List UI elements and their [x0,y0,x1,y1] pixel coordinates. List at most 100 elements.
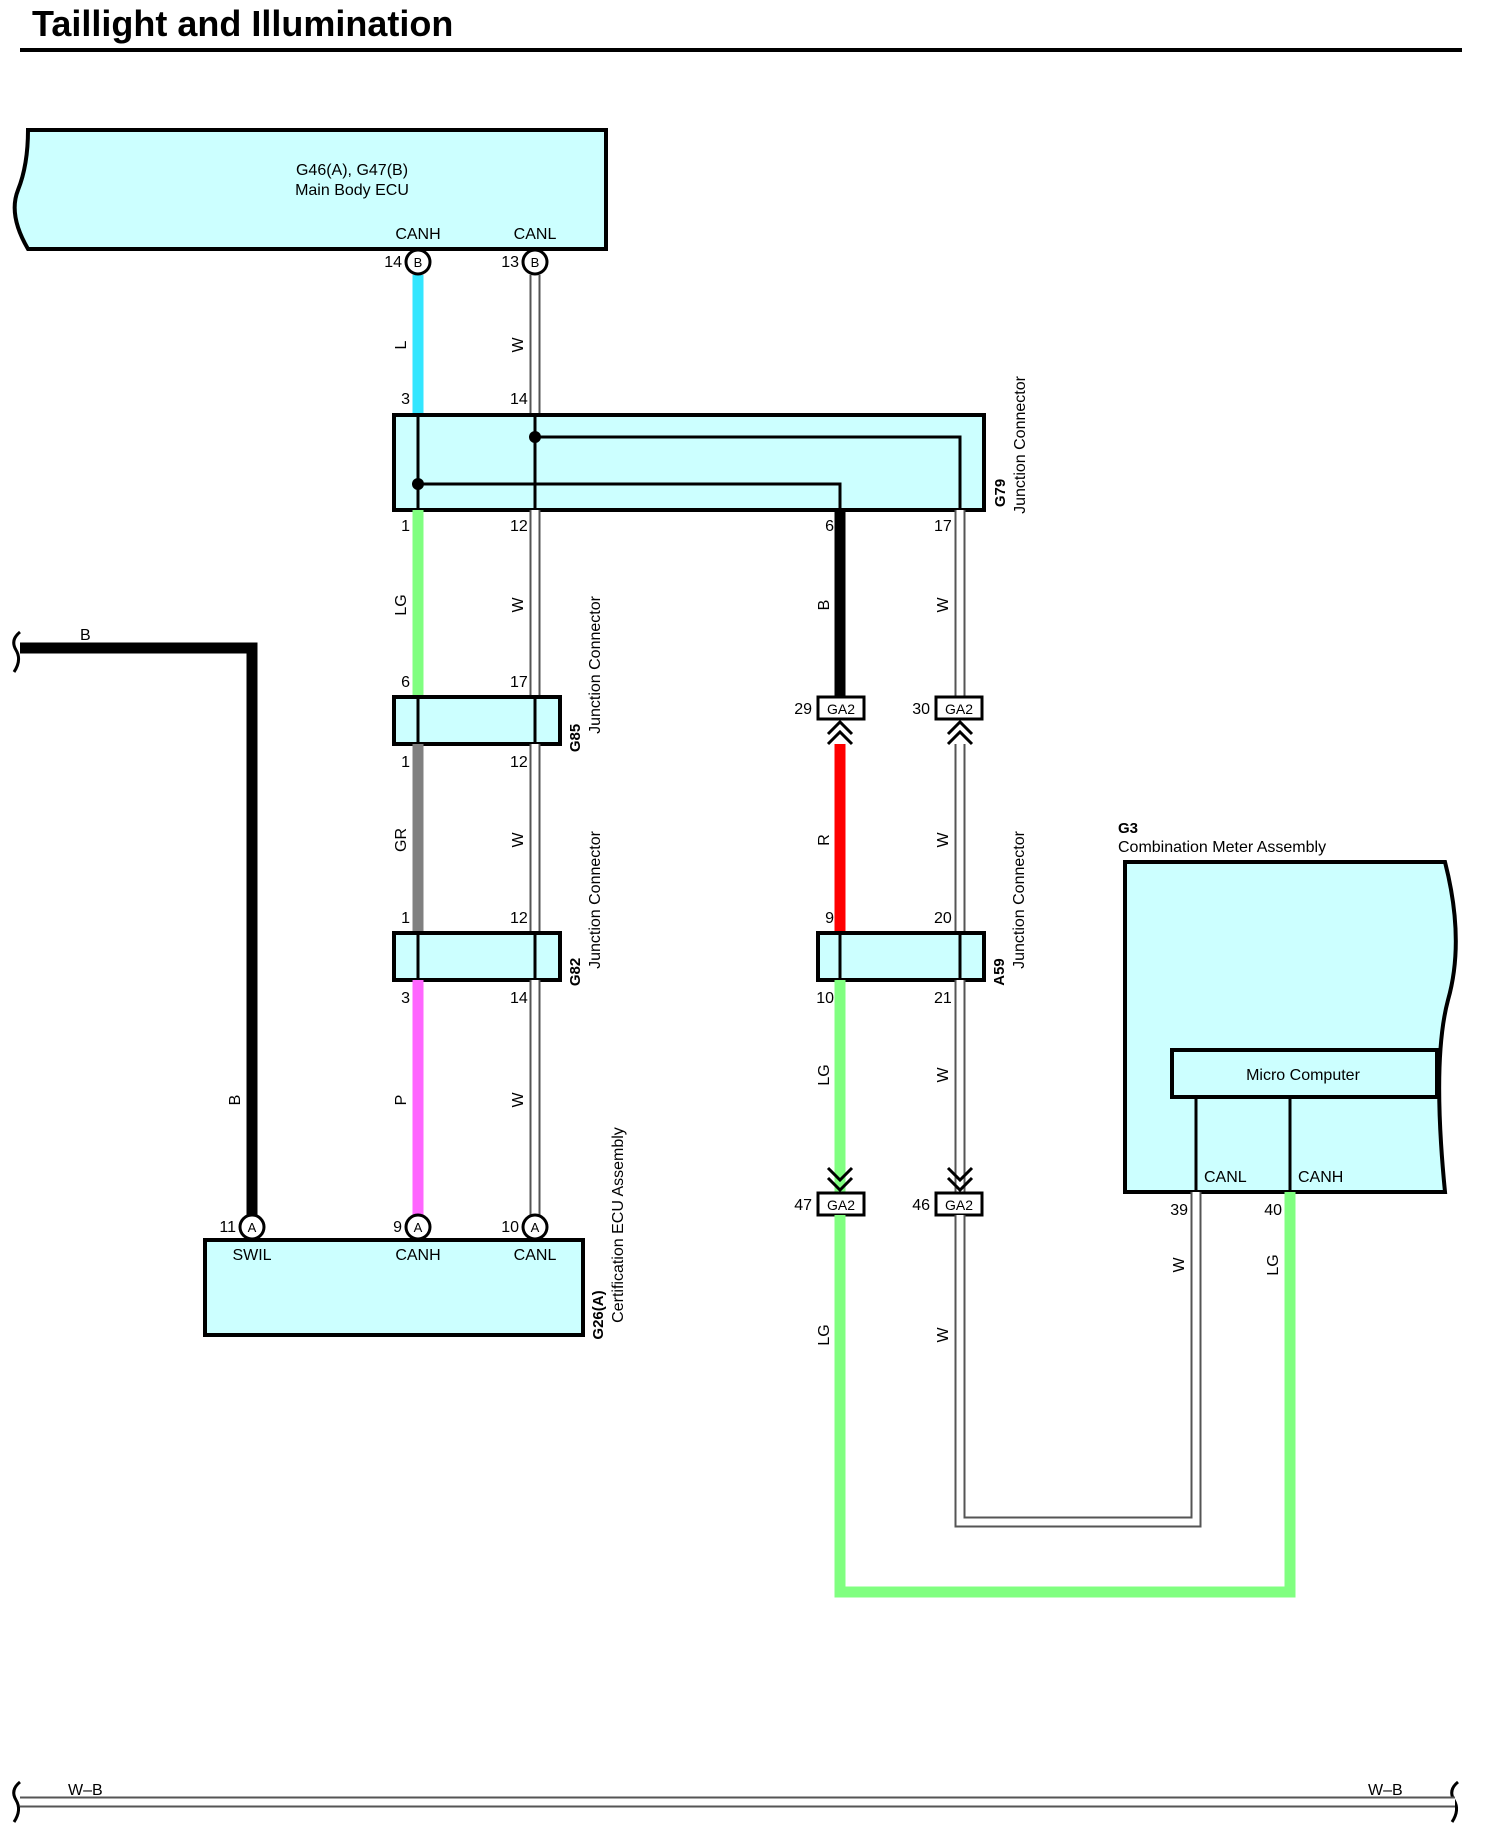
wire-label-p: P [393,1095,410,1106]
ga2-29-box [816,695,866,721]
wire-label-b-top: B [80,627,91,644]
g3-box [1123,860,1458,1194]
g82-pin-3: 3 [401,990,410,1007]
ga2-pin-30: 30 [912,701,930,718]
g26-pin-9: 9 [393,1219,402,1236]
wire-label-w-5: W [510,1092,527,1108]
ga2-46-chevron-icon [946,1166,974,1193]
page-title: Taillight and Illumination [32,3,453,44]
wire-label-lg-1: LG [393,594,410,615]
ga2-30-chevron-icon [946,719,974,746]
ecu-pin-14: 14 [384,254,402,271]
g79-node-w [529,431,541,443]
g85-pin-17: 17 [510,674,528,691]
svg-text:A: A [248,1220,257,1235]
wire-label-r: R [816,834,833,846]
ecu-pin-canh: B [404,248,432,276]
wire-label-w-4: W [510,832,527,848]
ga2-30-label: GA2 [945,701,973,717]
g26-pin-canl-marker: A [521,1213,549,1241]
g79-pin-3: 3 [401,391,410,408]
g26-pin-swil-marker: A [238,1213,266,1241]
ga2-29-chevron-icon [826,719,854,746]
g85-name: Junction Connector [587,595,604,734]
wire-label-w-9: W [1171,1257,1188,1273]
g26-name: Certification ECU Assembly [610,1127,627,1323]
micro-computer-label: Micro Computer [1246,1067,1360,1084]
g79-name: Junction Connector [1012,375,1029,514]
wire-label-w-6: W [935,832,952,848]
a59-box [816,931,986,982]
g79-pin-14: 14 [510,391,528,408]
svg-text:A: A [414,1220,423,1235]
wire-label-w-8: W [935,1327,952,1343]
ecu-canl-label: CANL [514,226,557,243]
g3-pin-40: 40 [1264,1202,1282,1219]
g79-box [392,413,986,512]
ga2-47-label: GA2 [827,1197,855,1213]
g3-name: Combination Meter Assembly [1118,839,1326,856]
a59-pin-21: 21 [934,990,952,1007]
g3-id: G3 [1118,820,1138,837]
wire-lg-ga2-g3 [834,1192,1296,1598]
wire-label-gr: GR [393,828,410,852]
wire-label-w-2: W [510,597,527,613]
g85-pin-6: 6 [401,674,410,691]
g3-pin-39: 39 [1170,1202,1188,1219]
g79-bus-l-branch [418,482,842,510]
wire-b-swil [20,642,258,1222]
svg-text:B: B [531,255,540,270]
ga2-29-label: GA2 [827,701,855,717]
g26-pin-canh-marker: A [404,1213,432,1241]
a59-id: A59 [991,958,1008,986]
ga2-47-chevron-icon [826,1166,854,1193]
wire-label-wb-right: W–B [1368,1782,1403,1799]
main-body-ecu-box [12,128,608,251]
g3-canh-label: CANH [1298,1169,1343,1186]
ga2-30-box [934,695,984,721]
wire-label-lg-3: LG [816,1324,833,1345]
svg-text:B: B [414,255,423,270]
g26-id: G26(A) [590,1290,607,1339]
g82-box [392,931,562,982]
wire-w-ga2-g3-inner [956,1192,1200,1526]
g82-id: G82 [567,958,584,986]
svg-text:A: A [531,1220,540,1235]
g79-id: G79 [992,479,1009,507]
main-body-ecu-id: G46(A), G47(B) [296,162,408,179]
ecu-canh-label: CANH [395,226,440,243]
ga2-pin-29: 29 [794,701,812,718]
g82-pin-12: 12 [510,910,528,927]
g85-pin-1: 1 [401,754,410,771]
g26-pin-11: 11 [219,1219,236,1236]
g82-pin-1: 1 [401,910,410,927]
wire-w-ga2-g3-outer [954,1192,1202,1528]
a59-name: Junction Connector [1011,830,1028,969]
ga2-pin-46: 46 [912,1197,930,1214]
wire-label-b-1: B [816,600,833,611]
wire-label-w-7: W [935,1067,952,1083]
wire-label-wb-left: W–B [68,1782,103,1799]
left-edge-bracket-top [12,630,21,673]
wire-label-w-3: W [935,597,952,613]
g79-pin-1: 1 [401,518,410,535]
g82-name: Junction Connector [587,830,604,969]
ga2-pin-47: 47 [794,1197,812,1214]
micro-computer-box [1170,1048,1439,1099]
g79-bus-w-branch [535,435,962,510]
wire-label-b-2: B [227,1095,244,1106]
g82-pin-14: 14 [510,990,528,1007]
g26-canl-label: CANL [514,1247,557,1264]
g26-box [203,1238,585,1337]
g26-canh-label: CANH [395,1247,440,1264]
g79-node-l [412,478,424,490]
ga2-46-label: GA2 [945,1197,973,1213]
g79-pin-12: 12 [510,518,528,535]
g85-id: G85 [567,724,584,752]
wire-label-w-1: W [510,337,527,353]
g79-pin-17: 17 [934,518,952,535]
g85-pin-12: 12 [510,754,528,771]
ecu-pin-13: 13 [501,254,519,271]
left-edge-bracket-bottom [12,1780,21,1823]
